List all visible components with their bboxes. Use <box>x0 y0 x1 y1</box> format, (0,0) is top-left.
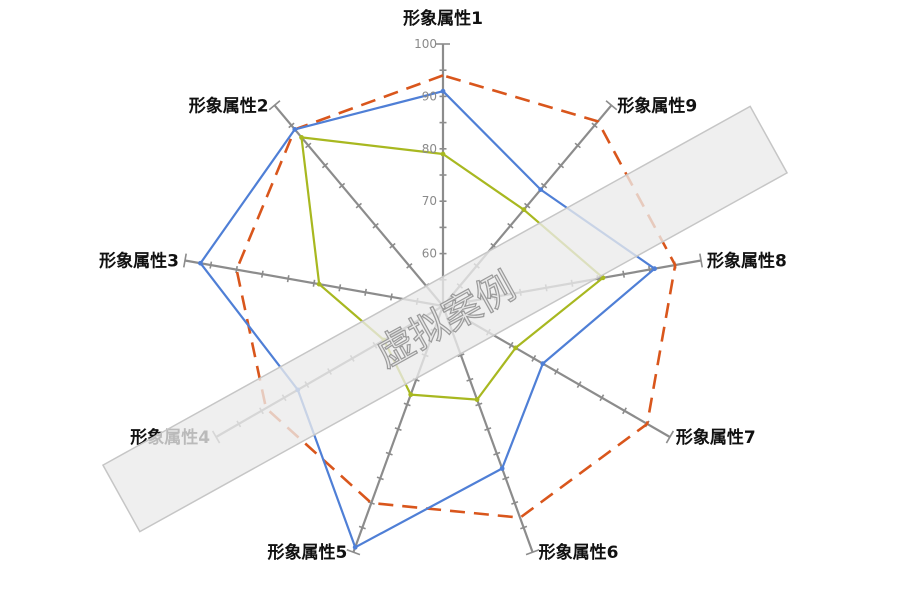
category-label: 形象属性6 <box>539 542 619 563</box>
radar-axis-tick <box>286 275 290 283</box>
category-label: 形象属性9 <box>617 95 697 116</box>
series-3-point <box>440 151 446 157</box>
radar-axis-tick <box>389 242 396 249</box>
radar-axis-tick <box>475 402 483 407</box>
radar-axis-tick <box>531 354 537 362</box>
radar-axis-tick <box>665 430 675 444</box>
series-2-point <box>499 466 505 471</box>
radar-axis-ticks <box>182 43 704 556</box>
radar-axis-tick <box>390 293 393 301</box>
series-2-point <box>538 187 544 192</box>
radar-axis-tick <box>493 451 501 456</box>
radar-axis-tick <box>557 162 565 169</box>
series-2-point <box>352 544 358 550</box>
radar-axis-tick <box>376 476 384 481</box>
radar-axis-tick <box>622 407 627 415</box>
radar-axis-tick <box>524 202 531 209</box>
watermark: 虚拟案例 <box>101 105 789 533</box>
radar-axis-tick <box>466 377 474 382</box>
radar-axis-tick <box>622 270 626 278</box>
radar-axis-tick <box>305 142 312 149</box>
category-label: 形象属性3 <box>99 251 179 272</box>
radar-axis-tick <box>321 162 329 169</box>
radar-axis-tick <box>268 100 281 111</box>
radar-axis-tick <box>403 402 411 407</box>
radar-axis-tick <box>312 279 316 287</box>
series-3-point <box>474 397 480 402</box>
radar-axis-tick <box>209 261 213 269</box>
radar-axis-tick <box>346 549 361 556</box>
category-label: 形象属性2 <box>189 95 269 116</box>
radar-axis-tick <box>507 222 514 229</box>
radar-axis-tick <box>372 222 379 229</box>
radar-axis-tick <box>591 122 598 129</box>
radial-tick-label: 90 <box>422 89 437 103</box>
radar-axis-tick <box>457 353 465 358</box>
radar-axis-tick <box>525 549 540 556</box>
series-3-point <box>299 135 304 140</box>
radar-axis-tick <box>364 288 367 296</box>
radial-tick-label: 70 <box>422 194 437 208</box>
watermark-band <box>101 105 789 533</box>
radial-tick-label: 60 <box>422 247 437 261</box>
series-3-point <box>513 345 519 351</box>
radar-axis-tick <box>260 270 264 278</box>
series-2-point <box>198 260 203 266</box>
radar-axis-tick <box>358 525 366 530</box>
radial-tick-labels: 60 70 80 90 100 <box>414 37 437 261</box>
series-2-point <box>440 88 446 94</box>
radar-axis-tick <box>484 427 492 432</box>
radar-axis-tick <box>605 100 618 111</box>
radar-axis-tick <box>540 182 548 189</box>
radar-axis-tick <box>338 284 342 292</box>
radar-axis-tick <box>406 262 413 269</box>
series-2-point <box>652 266 657 272</box>
radar-axis-tick <box>699 253 704 268</box>
radial-tick-label: 80 <box>422 142 437 156</box>
series-3-point <box>316 281 322 287</box>
radar-axis-tick <box>554 368 559 375</box>
radar-axis-tick <box>338 182 346 189</box>
series-2-point <box>292 126 298 132</box>
radar-axis-tick <box>182 253 187 268</box>
radar-axis-tick <box>576 381 582 389</box>
radar-axis-tick <box>574 142 581 149</box>
category-label: 形象属性5 <box>268 542 348 563</box>
radar-axis-tick <box>288 122 295 129</box>
radar-axis-tick <box>385 451 393 456</box>
radar-axis-tick <box>355 202 362 209</box>
radar-axis-tick <box>511 501 519 505</box>
radar-axis-tick <box>394 427 402 432</box>
category-label: 形象属性8 <box>707 251 787 272</box>
radar-axis-tick <box>502 476 510 481</box>
series-3-point <box>408 392 414 398</box>
category-label: 形象属性7 <box>676 427 756 448</box>
radar-axis-tick <box>508 341 514 349</box>
radar-axis-tick <box>599 394 605 402</box>
series-3-point <box>600 275 606 281</box>
radial-tick-label: 100 <box>414 37 437 51</box>
radar-axis-tick <box>520 525 528 530</box>
series-3-point <box>521 207 527 213</box>
series-2-point <box>540 361 546 367</box>
category-label: 形象属性1 <box>403 8 483 29</box>
